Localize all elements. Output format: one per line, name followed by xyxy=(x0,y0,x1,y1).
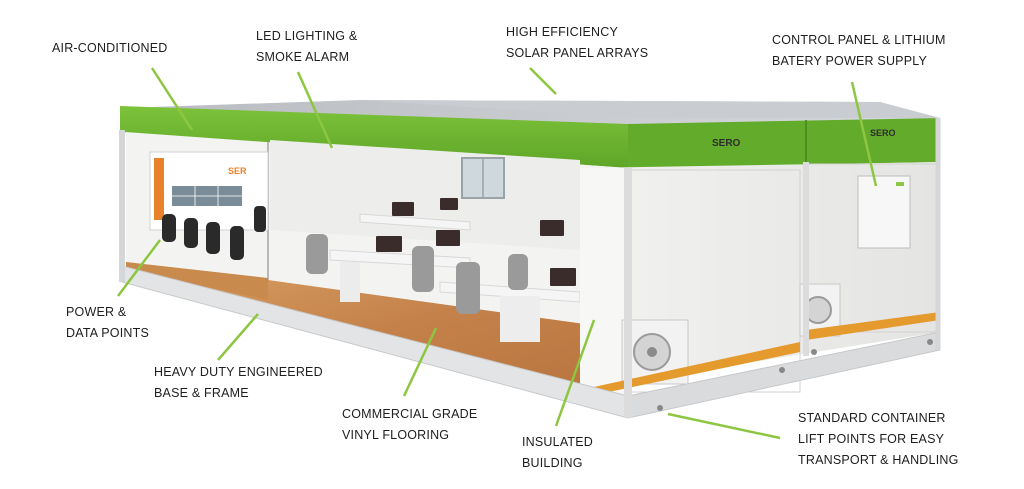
sero-banner: SER xyxy=(149,151,269,231)
pointer-air-conditioned xyxy=(150,67,194,131)
pointer-solar xyxy=(529,67,557,95)
label-base-frame: HEAVY DUTY ENGINEERED BASE & FRAME xyxy=(154,365,323,400)
meeting-chairs xyxy=(162,206,266,260)
label-power-data: POWER & DATA POINTS xyxy=(66,305,149,340)
pointer-power-data xyxy=(117,239,161,297)
pointer-vinyl-flooring xyxy=(402,327,438,397)
pointer-insulated xyxy=(554,319,596,427)
banner-logo: SER xyxy=(228,166,247,176)
insulated-exterior-wall xyxy=(580,162,941,398)
control-panel-box xyxy=(857,175,911,249)
pointer-control-panel xyxy=(850,81,878,187)
engineered-base-frame xyxy=(119,118,941,419)
office-chairs xyxy=(306,234,528,314)
pointer-led-lighting xyxy=(296,71,334,149)
label-vinyl-flooring: COMMERCIAL GRADE VINYL FLOORING xyxy=(342,407,478,442)
label-control-panel: CONTROL PANEL & LITHIUM BATERY POWER SUP… xyxy=(772,33,946,68)
roof-logo-2: SERO xyxy=(870,128,896,138)
pointer-lift-points xyxy=(667,412,781,440)
label-insulated-building: INSULATED BUILDING xyxy=(522,435,594,470)
label-air-conditioned: AIR-CONDITIONED xyxy=(52,41,168,55)
pointer-base-frame xyxy=(217,313,259,361)
desk-monitors xyxy=(376,198,576,286)
label-solar-panels: HIGH EFFICIENCY SOLAR PANEL ARRAYS xyxy=(506,25,649,60)
roof-logo: SERO xyxy=(712,138,741,149)
label-led-lighting: LED LIGHTING & SMOKE ALARM xyxy=(256,29,358,64)
pointer-lines xyxy=(117,67,878,440)
label-lift-points: STANDARD CONTAINER LIFT POINTS FOR EASY … xyxy=(798,411,959,467)
